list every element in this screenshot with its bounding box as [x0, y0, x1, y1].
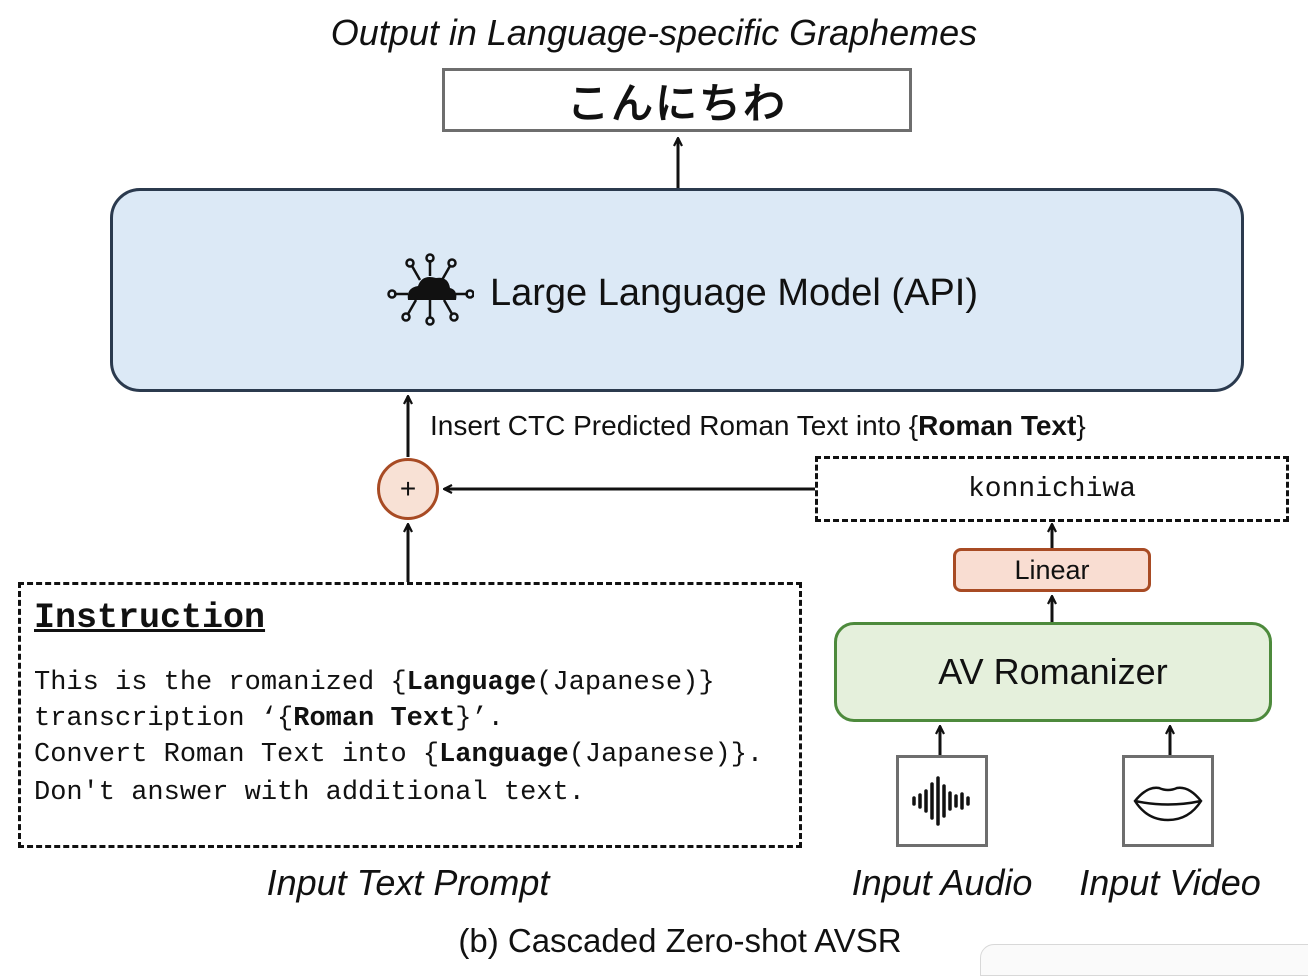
- llm-label: Large Language Model (API): [490, 272, 978, 314]
- insert-bold: Roman Text: [918, 410, 1077, 441]
- line3-part-b: Language: [439, 740, 569, 770]
- output-graphemes-box: こんにちわ: [442, 68, 912, 132]
- lips-icon: [1133, 786, 1203, 822]
- output-title: Output in Language-specific Graphemes: [330, 12, 978, 53]
- input-video-label: Input Video: [1079, 862, 1261, 903]
- input-video-box: [1122, 755, 1214, 847]
- line3-part-a: Convert Roman Text into {: [34, 740, 440, 770]
- instruction-line-4: Don't answer with additional text.: [34, 778, 585, 808]
- waveform-icon: [912, 776, 970, 826]
- insert-instruction-label: Insert CTC Predicted Roman Text into {Ro…: [430, 410, 1086, 442]
- instruction-line-3: Convert Roman Text into {Language(Japane…: [34, 740, 763, 770]
- av-romanizer-box: AV Romanizer: [834, 622, 1272, 722]
- concat-node: +: [377, 458, 439, 520]
- input-audio-label: Input Audio: [851, 862, 1033, 903]
- corner-overlay: [980, 944, 1308, 976]
- instruction-line-2: transcription ‘{Roman Text}’.: [34, 704, 504, 734]
- insert-suffix: }: [1076, 410, 1086, 441]
- linear-layer-box: Linear: [953, 548, 1151, 592]
- figure-caption: (b) Cascaded Zero-shot AVSR: [458, 922, 902, 959]
- line2-part-c: }’.: [455, 704, 504, 734]
- line1-part-b: Language: [406, 668, 537, 698]
- instruction-prompt-box: [18, 582, 802, 848]
- line1-part-c: (Japanese)}: [536, 668, 715, 698]
- instruction-title: Instruction: [34, 598, 266, 638]
- insert-prefix: Insert CTC Predicted Roman Text into {: [430, 410, 919, 441]
- input-audio-box: [896, 755, 988, 847]
- instruction-line-1: This is the romanized {Language(Japanese…: [34, 668, 715, 698]
- input-text-prompt-label: Input Text Prompt: [266, 862, 550, 903]
- cloud-ai-icon: [387, 253, 474, 326]
- line2-part-a: transcription ‘{: [34, 704, 294, 734]
- line2-part-b: Roman Text: [293, 704, 456, 734]
- line1-part-a: This is the romanized {: [34, 668, 407, 698]
- ctc-output-box: konnichiwa: [815, 456, 1289, 522]
- line3-part-c: (Japanese)}.: [568, 740, 764, 770]
- llm-box: [110, 188, 1244, 392]
